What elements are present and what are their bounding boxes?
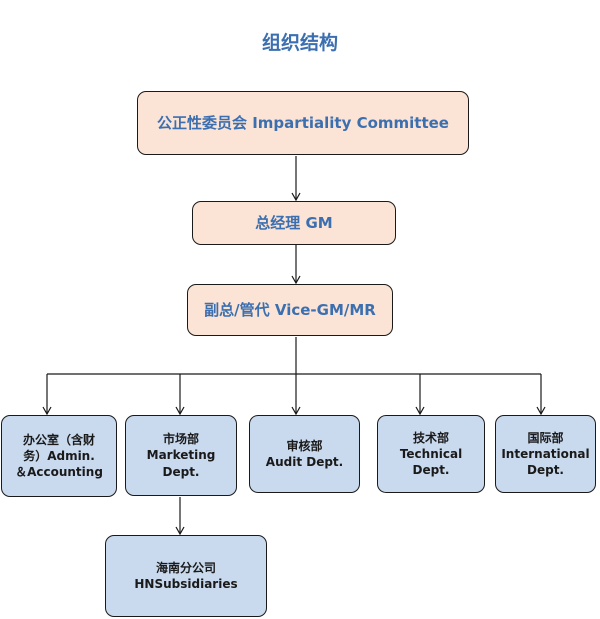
- node-label-line: Audit Dept.: [265, 455, 344, 469]
- node-label: 副总/管代 Vice-GM/MR: [204, 300, 376, 319]
- node-label-line: Marketing: [146, 448, 216, 463]
- node-label-line: 务）Admin.: [23, 448, 95, 463]
- node-label-line: 国际部: [527, 430, 564, 445]
- node-international-dept: 国际部 International Dept.: [495, 415, 596, 493]
- node-label: 公正性委员会 Impartiality Committee: [157, 113, 449, 132]
- node-admin-accounting: 办公室（含财 务）Admin. ＆Accounting: [1, 415, 117, 497]
- node-label-line: Dept.: [527, 463, 564, 478]
- node-label-line: Technical: [399, 446, 463, 461]
- node-label-line: Dept.: [412, 463, 450, 478]
- node-hainan-subsidiaries: 海南分公司 HNSubsidiaries: [105, 535, 267, 617]
- node-label-line: 海南分公司: [155, 560, 216, 575]
- node-general-manager: 总经理 GM: [192, 201, 396, 245]
- node-label-line: ＆Accounting: [15, 465, 103, 480]
- node-label-line: 办公室（含财: [22, 432, 95, 447]
- node-label-line: Dept.: [162, 464, 200, 479]
- node-label-line: International: [501, 446, 590, 461]
- node-label: 总经理 GM: [255, 213, 333, 232]
- node-label-line: 技术部: [412, 430, 449, 445]
- node-audit-dept: 审核部 Audit Dept.: [249, 415, 360, 493]
- node-label-line: HNSubsidiaries: [134, 577, 238, 591]
- node-label-line: 审核部: [286, 438, 323, 453]
- chart-title: 组织结构: [261, 32, 338, 54]
- node-marketing-dept: 市场部 Marketing Dept.: [125, 415, 237, 496]
- node-technical-dept: 技术部 Technical Dept.: [377, 415, 485, 493]
- node-vice-gm: 副总/管代 Vice-GM/MR: [187, 284, 393, 336]
- node-impartiality-committee: 公正性委员会 Impartiality Committee: [137, 91, 469, 155]
- node-label-line: 市场部: [162, 432, 199, 447]
